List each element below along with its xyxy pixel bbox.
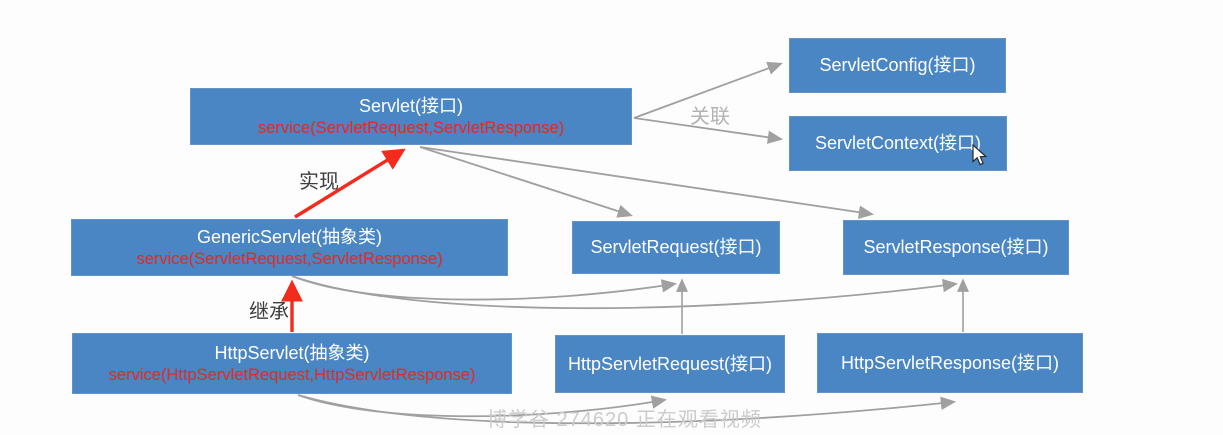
servletresponse-title: ServletResponse(接口) bbox=[863, 237, 1049, 258]
dependency-curve-genericservlet-to-servletrequest bbox=[291, 275, 678, 301]
association-label: 关联 bbox=[690, 106, 730, 128]
association-arrow-servlet-to-servletcontext bbox=[633, 117, 784, 144]
class-box-genericservlet: GenericServlet(抽象类) service(ServletReque… bbox=[71, 219, 508, 276]
dependency-arrow-servlet-to-servletresponse bbox=[419, 146, 875, 219]
httpservlet-title: HttpServlet(抽象类) bbox=[214, 342, 370, 363]
servletconfig-title: ServletConfig(接口) bbox=[819, 55, 976, 76]
class-box-servletconfig: ServletConfig(接口) bbox=[789, 38, 1006, 93]
servlet-title: Servlet(接口) bbox=[358, 95, 463, 116]
association-arrow-servlet-to-servletconfig bbox=[633, 61, 783, 119]
dependency-curve-genericservlet-to-servletresponse bbox=[291, 275, 959, 310]
class-box-servletresponse: ServletResponse(接口) bbox=[843, 220, 1069, 275]
class-box-httpservletrequest: HttpServletRequest(接口) bbox=[555, 335, 785, 393]
dependency-arrow-servlet-to-servletrequest bbox=[419, 146, 633, 218]
implements-arrow-genericservlet-to-servlet bbox=[294, 148, 406, 219]
httpservlet-method: service(HttpServletRequest,HttpServletRe… bbox=[108, 365, 476, 384]
genericservlet-method: service(ServletRequest,ServletResponse) bbox=[136, 249, 443, 268]
httpservletresponse-title: HttpServletResponse(接口) bbox=[840, 352, 1060, 373]
genericservlet-title: GenericServlet(抽象类) bbox=[196, 226, 383, 247]
mouse-cursor-icon bbox=[972, 144, 988, 166]
class-box-servlet: Servlet(接口) service(ServletRequest,Servl… bbox=[190, 88, 632, 145]
class-box-servletrequest: ServletRequest(接口) bbox=[572, 221, 780, 274]
video-watermark: 博学谷 274620 正在观看视频 bbox=[487, 409, 762, 431]
dependency-curve-httpservlet-to-httpservletresponse bbox=[297, 394, 957, 425]
class-box-httpservlet: HttpServlet(抽象类) service(HttpServletRequ… bbox=[72, 333, 512, 394]
servlet-method: service(ServletRequest,ServletResponse) bbox=[257, 118, 565, 137]
class-box-servletcontext: ServletContext(接口) bbox=[789, 116, 1007, 171]
servletrequest-title: ServletRequest(接口) bbox=[590, 237, 762, 258]
implements-label: 实现 bbox=[299, 171, 339, 193]
extends-label: 继承 bbox=[249, 301, 289, 323]
httpservletrequest-title: HttpServletRequest(接口) bbox=[567, 353, 773, 374]
class-box-httpservletresponse: HttpServletResponse(接口) bbox=[817, 333, 1083, 393]
servletcontext-title: ServletContext(接口) bbox=[814, 133, 982, 154]
